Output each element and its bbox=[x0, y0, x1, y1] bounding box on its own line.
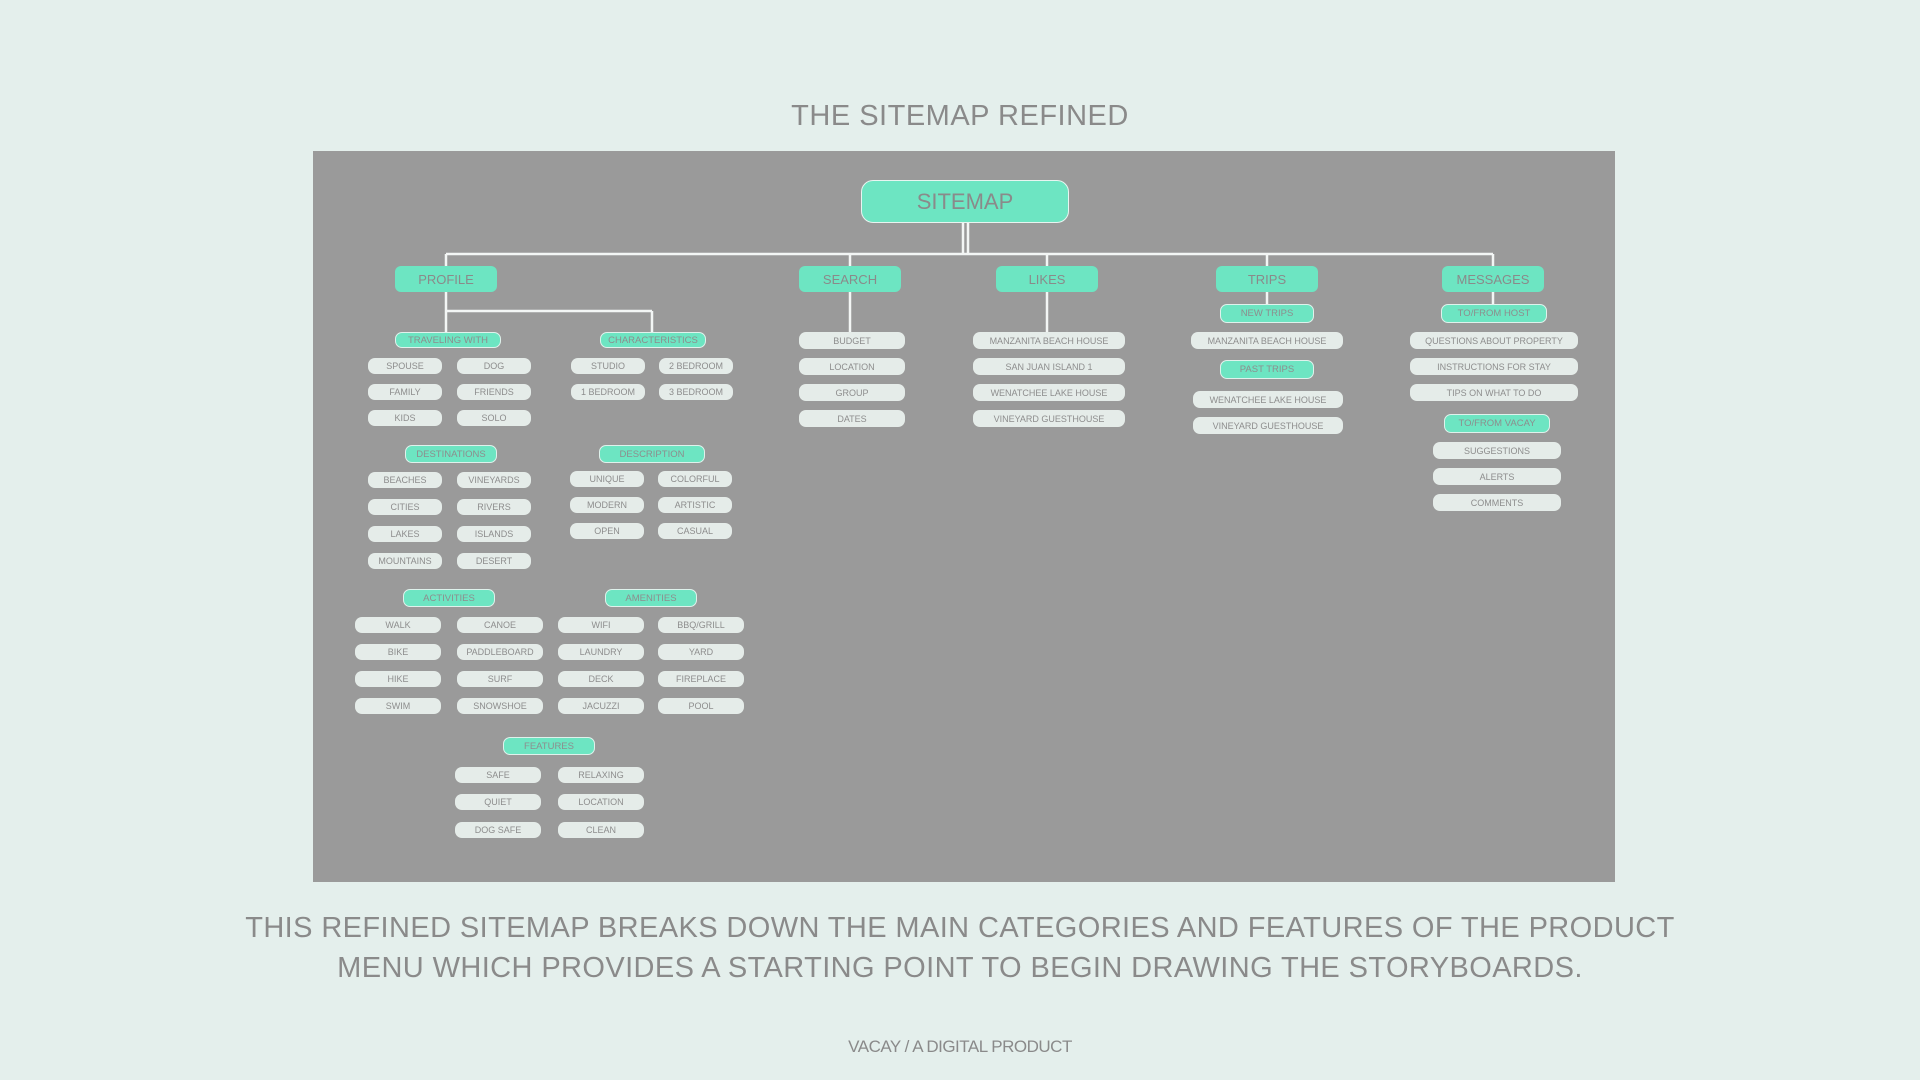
search-item: LOCATION bbox=[799, 358, 905, 375]
to-from-host-item: QUESTIONS ABOUT PROPERTY bbox=[1410, 332, 1578, 349]
characteristics-node: CHARACTERISTICS bbox=[600, 332, 706, 348]
footer: VACAY / A DIGITAL PRODUCT bbox=[848, 1037, 1072, 1056]
activities-item: SWIM bbox=[355, 698, 441, 714]
destinations-node: DESTINATIONS bbox=[405, 445, 497, 463]
destinations-item: LAKES bbox=[368, 526, 442, 542]
past-trips-node: PAST TRIPS bbox=[1220, 360, 1314, 379]
destinations-item: DESERT bbox=[457, 553, 531, 569]
new-trips-item: MANZANITA BEACH HOUSE bbox=[1191, 332, 1343, 349]
past-trips-item: WENATCHEE LAKE HOUSE bbox=[1193, 391, 1343, 408]
destinations-item: ISLANDS bbox=[457, 526, 531, 542]
likes-item: SAN JUAN ISLAND 1 bbox=[973, 358, 1125, 375]
search-item: GROUP bbox=[799, 384, 905, 401]
page-title: THE SITEMAP REFINED bbox=[791, 100, 1129, 132]
traveling-with-item: KIDS bbox=[368, 410, 442, 426]
caption-line-1: THIS REFINED SITEMAP BREAKS DOWN THE MAI… bbox=[245, 912, 1675, 944]
amenities-item: BBQ/GRILL bbox=[658, 617, 744, 633]
profile-node: PROFILE bbox=[395, 266, 497, 292]
search-node: SEARCH bbox=[799, 266, 901, 292]
sitemap-panel: SITEMAP PROFILE SEARCH LIKES TRIPS MESSA… bbox=[313, 151, 1615, 882]
characteristics-item: 3 BEDROOM bbox=[659, 384, 733, 400]
activities-item: SURF bbox=[457, 671, 543, 687]
trips-node: TRIPS bbox=[1216, 266, 1318, 292]
features-item: SAFE bbox=[455, 767, 541, 783]
features-item: RELAXING bbox=[558, 767, 644, 783]
features-item: DOG SAFE bbox=[455, 822, 541, 838]
description-item: CASUAL bbox=[658, 523, 732, 539]
description-item: MODERN bbox=[570, 497, 644, 513]
features-item: CLEAN bbox=[558, 822, 644, 838]
to-from-vacay-node: TO/FROM VACAY bbox=[1444, 414, 1550, 433]
traveling-with-node: TRAVELING WITH bbox=[395, 332, 501, 348]
new-trips-node: NEW TRIPS bbox=[1220, 304, 1314, 323]
likes-node: LIKES bbox=[996, 266, 1098, 292]
features-item: LOCATION bbox=[558, 794, 644, 810]
amenities-item: WIFI bbox=[558, 617, 644, 633]
description-item: UNIQUE bbox=[570, 471, 644, 487]
likes-item: WENATCHEE LAKE HOUSE bbox=[973, 384, 1125, 401]
activities-item: CANOE bbox=[457, 617, 543, 633]
destinations-item: VINEYARDS bbox=[457, 472, 531, 488]
traveling-with-item: SPOUSE bbox=[368, 358, 442, 374]
activities-item: HIKE bbox=[355, 671, 441, 687]
features-node: FEATURES bbox=[503, 737, 595, 755]
past-trips-item: VINEYARD GUESTHOUSE bbox=[1193, 417, 1343, 434]
to-from-host-item: INSTRUCTIONS FOR STAY bbox=[1410, 358, 1578, 375]
amenities-item: FIREPLACE bbox=[658, 671, 744, 687]
traveling-with-item: FRIENDS bbox=[457, 384, 531, 400]
amenities-item: DECK bbox=[558, 671, 644, 687]
destinations-item: CITIES bbox=[368, 499, 442, 515]
description-item: COLORFUL bbox=[658, 471, 732, 487]
likes-item: VINEYARD GUESTHOUSE bbox=[973, 410, 1125, 427]
amenities-node: AMENITIES bbox=[605, 589, 697, 607]
description-item: OPEN bbox=[570, 523, 644, 539]
activities-item: PADDLEBOARD bbox=[457, 644, 543, 660]
description-item: ARTISTIC bbox=[658, 497, 732, 513]
connector-lines bbox=[444, 221, 1495, 332]
to-from-vacay-item: SUGGESTIONS bbox=[1433, 442, 1561, 459]
traveling-with-item: DOG bbox=[457, 358, 531, 374]
to-from-host-item: TIPS ON WHAT TO DO bbox=[1410, 384, 1578, 401]
amenities-item: LAUNDRY bbox=[558, 644, 644, 660]
amenities-item: YARD bbox=[658, 644, 744, 660]
amenities-item: JACUZZI bbox=[558, 698, 644, 714]
likes-item: MANZANITA BEACH HOUSE bbox=[973, 332, 1125, 349]
destinations-item: RIVERS bbox=[457, 499, 531, 515]
characteristics-item: 1 BEDROOM bbox=[571, 384, 645, 400]
sitemap-root-node: SITEMAP bbox=[861, 180, 1069, 223]
caption-line-2: MENU WHICH PROVIDES A STARTING POINT TO … bbox=[337, 952, 1583, 984]
characteristics-item: 2 BEDROOM bbox=[659, 358, 733, 374]
to-from-host-node: TO/FROM HOST bbox=[1441, 304, 1547, 323]
activities-item: SNOWSHOE bbox=[457, 698, 543, 714]
to-from-vacay-item: ALERTS bbox=[1433, 468, 1561, 485]
caption: THIS REFINED SITEMAP BREAKS DOWN THE MAI… bbox=[0, 908, 1920, 988]
activities-item: BIKE bbox=[355, 644, 441, 660]
amenities-item: POOL bbox=[658, 698, 744, 714]
activities-node: ACTIVITIES bbox=[403, 589, 495, 607]
messages-node: MESSAGES bbox=[1442, 266, 1544, 292]
search-item: DATES bbox=[799, 410, 905, 427]
traveling-with-item: FAMILY bbox=[368, 384, 442, 400]
destinations-item: MOUNTAINS bbox=[368, 553, 442, 569]
destinations-item: BEACHES bbox=[368, 472, 442, 488]
characteristics-item: STUDIO bbox=[571, 358, 645, 374]
traveling-with-item: SOLO bbox=[457, 410, 531, 426]
search-item: BUDGET bbox=[799, 332, 905, 349]
activities-item: WALK bbox=[355, 617, 441, 633]
features-item: QUIET bbox=[455, 794, 541, 810]
description-node: DESCRIPTION bbox=[599, 445, 705, 463]
to-from-vacay-item: COMMENTS bbox=[1433, 494, 1561, 511]
